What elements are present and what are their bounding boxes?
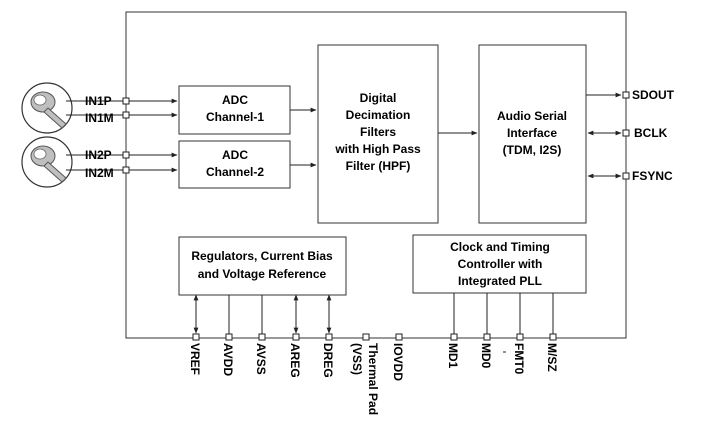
clock-timing-block xyxy=(412,234,587,294)
avss-pin xyxy=(258,333,266,341)
adc2-line-1: ADC xyxy=(222,148,248,162)
fsync-label: FSYNC xyxy=(632,169,673,183)
reg-line-2: and Voltage Reference xyxy=(198,267,327,281)
areg-pin xyxy=(292,333,300,341)
avdd-pin xyxy=(225,333,233,341)
clk-line-3: Integrated PLL xyxy=(458,274,542,288)
sdout-pin xyxy=(622,91,630,99)
in2m-label: IN2M xyxy=(85,166,114,180)
dsp-line-5: Filter (HPF) xyxy=(346,159,411,173)
md0-pin xyxy=(483,333,491,341)
microphone-icon xyxy=(21,136,73,188)
asi-line-3: (TDM, I2S) xyxy=(503,143,562,157)
reg-line-1: Regulators, Current Bias xyxy=(191,249,333,263)
dsp-line-1: Digital xyxy=(360,91,397,105)
microphone-icon xyxy=(21,82,73,134)
msz-label: M/SZ xyxy=(545,343,559,372)
regulators-block xyxy=(178,236,347,296)
fsync-pin xyxy=(622,172,630,180)
md1-label: MD1 xyxy=(446,343,460,369)
adc2-line-2: Channel-2 xyxy=(206,165,264,179)
clk-line-1: Clock and Timing xyxy=(450,240,550,254)
bclk-pin xyxy=(622,129,630,137)
asi-line-1: Audio Serial xyxy=(497,109,567,123)
iovdd-label: IOVDD xyxy=(391,343,405,381)
adc-channel-1-block xyxy=(178,85,291,135)
in1p-pin xyxy=(122,97,130,105)
vss-label: (VSS) xyxy=(350,343,364,375)
md0-label: MD0 xyxy=(479,343,493,369)
vref-pin xyxy=(192,333,200,341)
in1m-label: IN1M xyxy=(85,111,114,125)
audio-serial-interface-block xyxy=(478,44,587,224)
md1-pin xyxy=(450,333,458,341)
adc1-line-2: Channel-1 xyxy=(206,110,264,124)
in1p-label: IN1P xyxy=(85,94,112,108)
decimation-filter-block xyxy=(317,44,439,224)
iovdd-pin xyxy=(395,333,403,341)
areg-label: AREG xyxy=(288,343,302,378)
thermal-pad-pin xyxy=(362,333,370,341)
dsp-line-4: with High Pass xyxy=(334,142,421,156)
in1m-pin xyxy=(122,111,130,119)
dreg-pin xyxy=(325,333,333,341)
thermal-pad-label: Thermal Pad xyxy=(366,343,380,415)
bclk-label: BCLK xyxy=(634,126,668,140)
vref-label: VREF xyxy=(188,343,202,375)
avdd-label: AVDD xyxy=(221,343,235,376)
dreg-label: DREG xyxy=(321,343,335,378)
msz-pin xyxy=(549,333,557,341)
in2p-pin xyxy=(122,151,130,159)
adc1-line-1: ADC xyxy=(222,93,248,107)
clk-line-2: Controller with xyxy=(458,257,543,271)
sdout-label: SDOUT xyxy=(632,88,675,102)
in2p-label: IN2P xyxy=(85,148,112,162)
dsp-line-2: Decimation xyxy=(346,108,411,122)
adc-channel-2-block xyxy=(178,140,291,189)
fmt0-label: FMT0 xyxy=(512,343,526,375)
dsp-line-3: Filters xyxy=(360,125,396,139)
avss-label: AVSS xyxy=(254,343,268,375)
in2m-pin xyxy=(122,166,130,174)
fmt0-pin xyxy=(516,333,524,341)
asi-line-2: Interface xyxy=(507,126,557,140)
